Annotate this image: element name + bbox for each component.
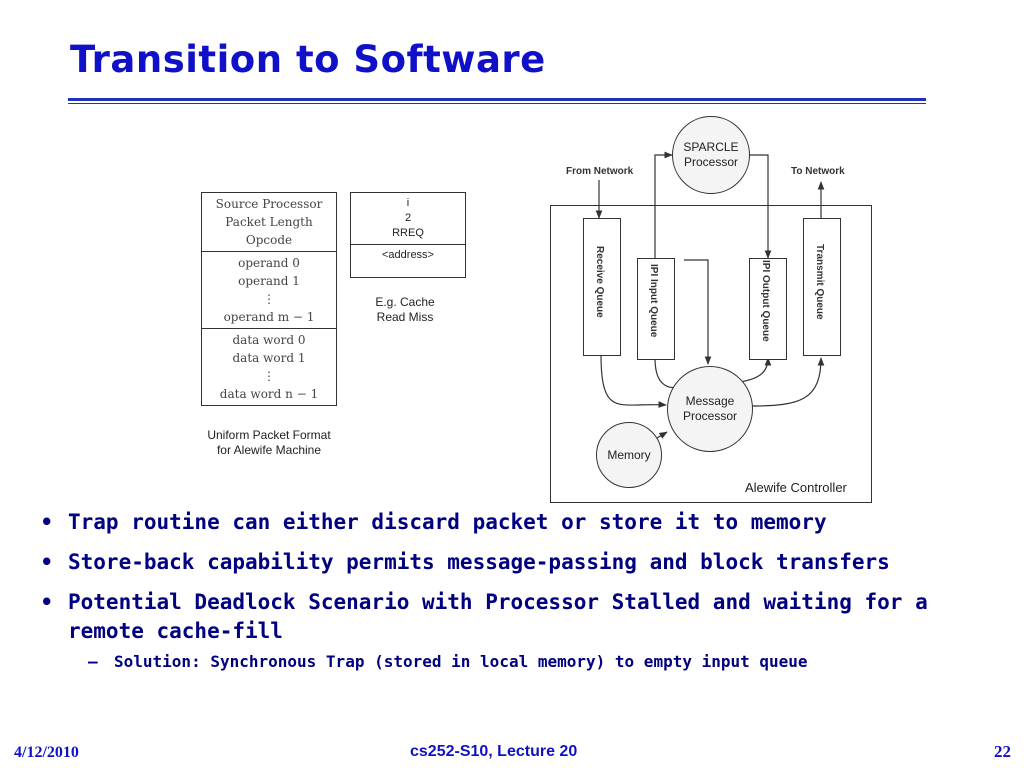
sub-bullet-dash-icon: – — [88, 652, 98, 671]
example-caption: E.g. Cache Read Miss — [350, 295, 460, 325]
packet-header-section: Source Processor Packet Length Opcode — [202, 193, 336, 252]
receive-queue-box — [583, 218, 621, 356]
example-field: RREQ — [392, 227, 424, 239]
packet-caption: Uniform Packet Format for Alewife Machin… — [196, 428, 342, 458]
bullet-dot-icon: • — [40, 550, 54, 574]
packet-data-section: data word 0 data word 1 ⋮ data word n − … — [202, 329, 336, 405]
bullet-list: • Trap routine can either discard packet… — [40, 508, 960, 673]
transmit-queue-label: Transmit Queue — [814, 244, 825, 320]
bullet-item: • Potential Deadlock Scenario with Proce… — [40, 588, 960, 646]
message-processor-node: Message Processor — [667, 366, 753, 452]
message-processor-label-line: Message — [685, 394, 735, 408]
to-network-label: To Network — [791, 166, 845, 177]
bullet-dot-icon: • — [40, 590, 54, 614]
sparcle-processor-node: SPARCLE Processor — [672, 116, 750, 194]
sparcle-label-line: SPARCLE — [683, 140, 739, 154]
title-rule — [68, 98, 926, 101]
bullet-text: Store-back capability permits message-pa… — [68, 550, 890, 574]
alewife-controller-box — [550, 205, 872, 503]
ipi-output-queue-box — [749, 258, 787, 360]
example-address: <address> — [382, 249, 434, 261]
example-caption-line: Read Miss — [376, 310, 434, 324]
example-caption-line: E.g. Cache — [375, 295, 435, 309]
bullet-text: Trap routine can either discard packet o… — [68, 510, 827, 534]
example-field: 2 — [404, 212, 412, 224]
receive-queue-label: Receive Queue — [594, 246, 605, 318]
from-network-label: From Network — [566, 166, 634, 177]
memory-node: Memory — [596, 422, 662, 488]
message-processor-label-line: Processor — [682, 409, 738, 423]
transmit-queue-box — [803, 218, 841, 356]
packet-caption-line: for Alewife Machine — [216, 443, 322, 457]
bullet-dot-icon: • — [40, 510, 54, 534]
sub-bullet-text: Solution: Synchronous Trap (stored in lo… — [114, 652, 808, 671]
packet-field: data word n − 1 — [219, 387, 319, 401]
example-header: i 2 RREQ — [351, 193, 465, 245]
footer-date: 4/12/2010 — [14, 744, 79, 761]
example-packet: i 2 RREQ <address> — [350, 192, 466, 278]
packet-field: Source Processor — [215, 197, 323, 211]
ipi-output-queue-label: IPI Output Queue — [760, 260, 771, 342]
packet-caption-line: Uniform Packet Format — [207, 428, 331, 442]
packet-field: Packet Length — [225, 215, 313, 229]
packet-ellipsis: ⋮ — [263, 369, 275, 383]
packet-field: data word 0 — [232, 333, 306, 347]
bullet-item: • Trap routine can either discard packet… — [40, 508, 960, 537]
bullet-text: Potential Deadlock Scenario with Process… — [68, 590, 928, 643]
memory-label: Memory — [607, 447, 651, 462]
packet-operand-section: operand 0 operand 1 ⋮ operand m − 1 — [202, 252, 336, 329]
title-rule-thin — [68, 103, 926, 104]
packet-field: Opcode — [245, 233, 293, 247]
packet-field: operand m − 1 — [223, 310, 315, 324]
packet-format-table: Source Processor Packet Length Opcode op… — [201, 192, 337, 406]
footer-lecture: cs252-S10, Lecture 20 — [410, 743, 578, 760]
alewife-controller-label: Alewife Controller — [745, 480, 847, 495]
bullet-item: • Store-back capability permits message-… — [40, 548, 960, 577]
footer-page-number: 22 — [994, 742, 1011, 761]
packet-field: operand 1 — [238, 274, 300, 288]
packet-field: data word 1 — [232, 351, 306, 365]
packet-ellipsis: ⋮ — [263, 292, 275, 306]
ipi-input-queue-label: IPI Input Queue — [648, 264, 659, 338]
sub-bullet-item: – Solution: Synchronous Trap (stored in … — [40, 651, 960, 673]
example-field: i — [406, 197, 410, 209]
packet-field: operand 0 — [238, 256, 300, 270]
ipi-input-queue-box — [637, 258, 675, 360]
sparcle-label-line: Processor — [683, 155, 738, 169]
slide-title: Transition to Software — [70, 38, 546, 81]
